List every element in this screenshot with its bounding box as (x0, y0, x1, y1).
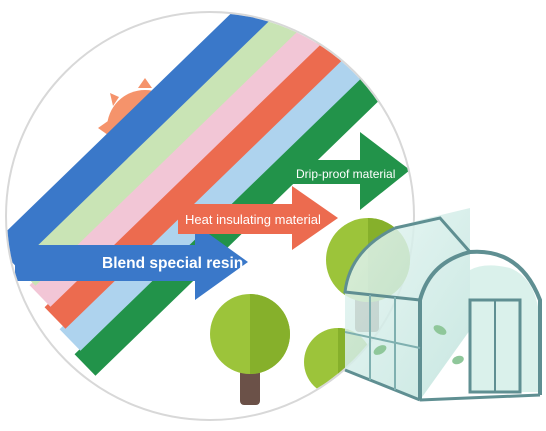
layer-green (74, 29, 413, 376)
blend-arrow (15, 224, 248, 300)
layer-light-blue (59, 13, 413, 351)
greenhouse-icon (343, 208, 542, 402)
tree-left (210, 294, 290, 405)
heat-label: Heat insulating material (185, 212, 321, 227)
drip-arrow (292, 132, 410, 210)
heat-arrow (178, 186, 338, 250)
blend-label: Blend special resin (102, 255, 243, 272)
layer-light-green (14, 13, 371, 286)
drip-label: Drip-proof material (296, 167, 395, 181)
film-layers (7, 13, 413, 376)
layer-blue (7, 13, 352, 267)
